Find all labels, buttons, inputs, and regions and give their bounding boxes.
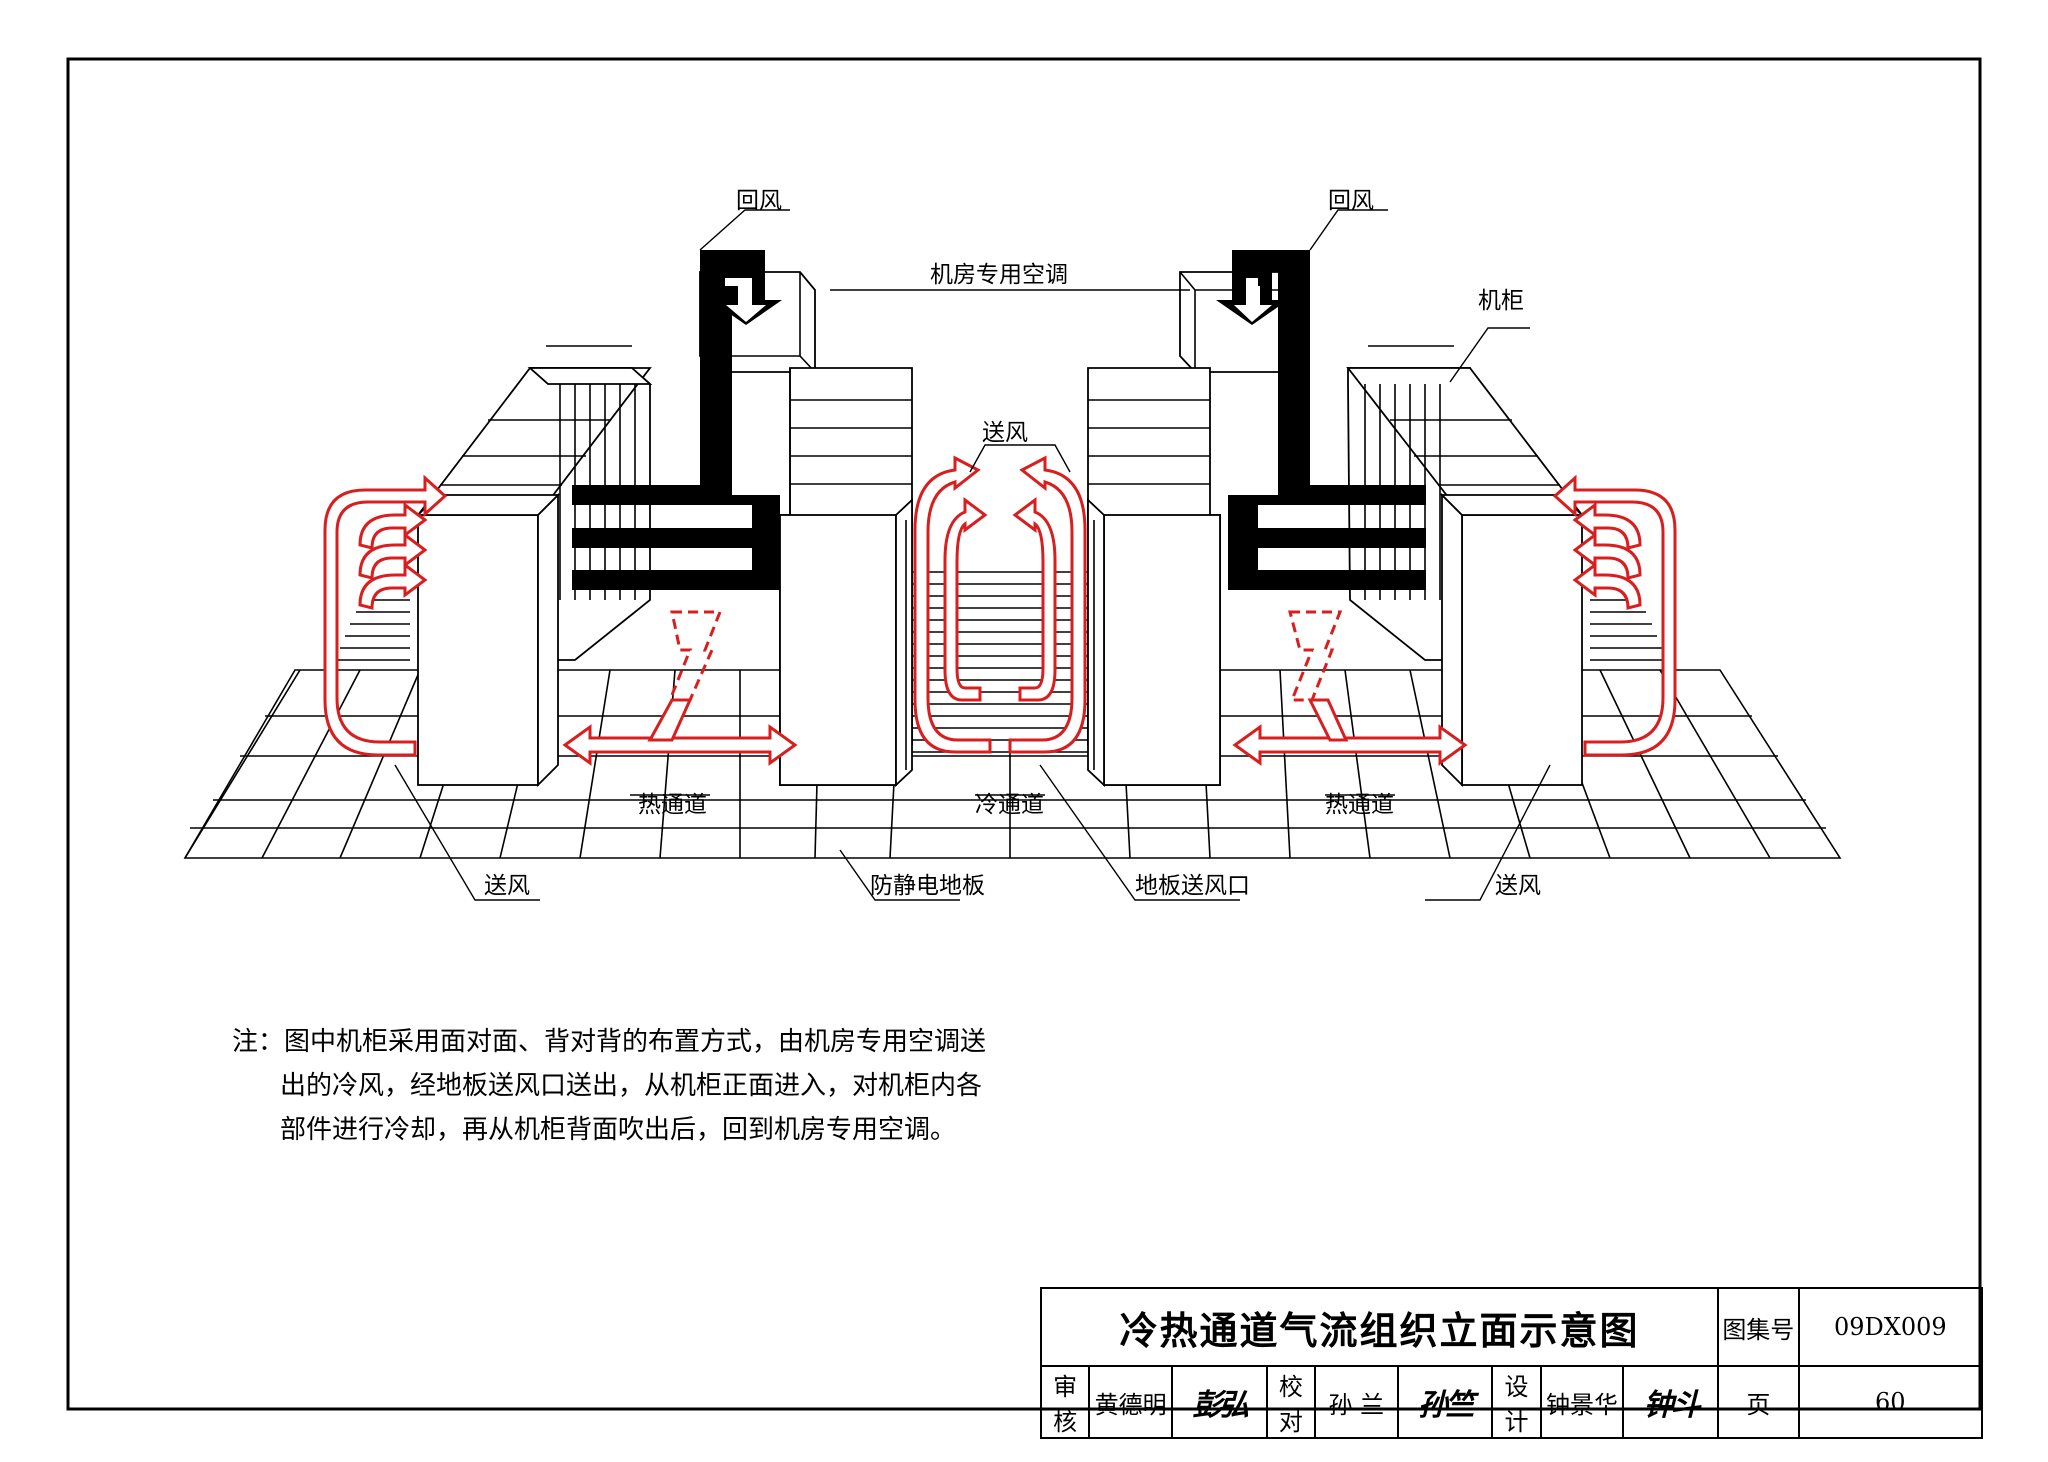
note-line: 部件进行冷却，再从机柜背面吹出后，回到机房专用空调。: [280, 1115, 957, 1145]
airflow-hot-aisle-right: [1232, 610, 1468, 766]
label-floor-vent: 地板送风口: [1135, 873, 1250, 899]
airflow-right-outer: [1552, 474, 1677, 757]
airflow-left-outer: [323, 474, 448, 757]
note-line: 出的冷风，经地板送风口送出，从机柜正面进入，对机柜内各: [280, 1071, 983, 1101]
return-air-duct-right: [1216, 250, 1426, 590]
reviewer-name: 黄德明: [1088, 1365, 1173, 1439]
atlas-label: 图集号: [1717, 1287, 1800, 1367]
drawing-title: 冷热通道气流组织立面示意图: [1039, 1287, 1720, 1367]
reviewer-signature: 彭弘: [1170, 1365, 1268, 1439]
label-hot-aisle-right: 热通道: [1325, 792, 1394, 818]
return-air-duct-left: [572, 250, 782, 590]
label-supply-left: 送风: [484, 873, 530, 899]
page-number: 60: [1797, 1365, 1984, 1439]
designer-signature: 钟斗: [1622, 1365, 1720, 1439]
designer-name: 钟景华: [1539, 1365, 1625, 1439]
cabinet-row-left-inner: [779, 367, 913, 788]
airflow-cold-aisle-left: [913, 455, 992, 754]
cabinet-row-right-outer: [1346, 345, 1585, 788]
leader-lines: [394, 209, 1551, 901]
review-label: 审核: [1039, 1365, 1091, 1439]
checker-signature: 孙竺: [1396, 1365, 1494, 1439]
label-hot-aisle-left: 热通道: [638, 792, 707, 818]
title-block: 冷热通道气流组织立面示意图 图集号 09DX009 审核 黄德明 彭弘 校对 孙…: [1039, 1287, 1984, 1439]
label-cold-aisle: 冷通道: [975, 792, 1044, 818]
drawing-note: 注：图中机柜采用面对面、背对背的布置方式，由机房专用空调送 出的冷风，经地板送风…: [232, 1020, 987, 1152]
airflow-cold-aisle-right: [1008, 455, 1087, 754]
note-line: 注：图中机柜采用面对面、背对背的布置方式，由机房专用空调送: [232, 1027, 987, 1057]
label-return-air-left: 回风: [736, 188, 782, 214]
label-crac: 机房专用空调: [930, 262, 1068, 288]
label-supply-right: 送风: [1495, 873, 1541, 899]
label-return-air-right: 回风: [1328, 188, 1374, 214]
label-supply-top: 送风: [982, 420, 1028, 446]
label-floor: 防静电地板: [870, 873, 985, 899]
design-label: 设计: [1491, 1365, 1542, 1439]
drawing-frame: [66, 57, 1982, 1411]
cabinet-row-right-inner: [1087, 367, 1221, 788]
label-cabinet: 机柜: [1478, 288, 1524, 314]
check-label: 校对: [1265, 1365, 1317, 1439]
airflow-hot-aisle-left: [562, 610, 798, 766]
page-label: 页: [1717, 1365, 1800, 1439]
checker-name: 孙 兰: [1314, 1365, 1399, 1439]
cabinet-row-left-outer: [415, 345, 653, 788]
atlas-number: 09DX009: [1797, 1287, 1984, 1367]
